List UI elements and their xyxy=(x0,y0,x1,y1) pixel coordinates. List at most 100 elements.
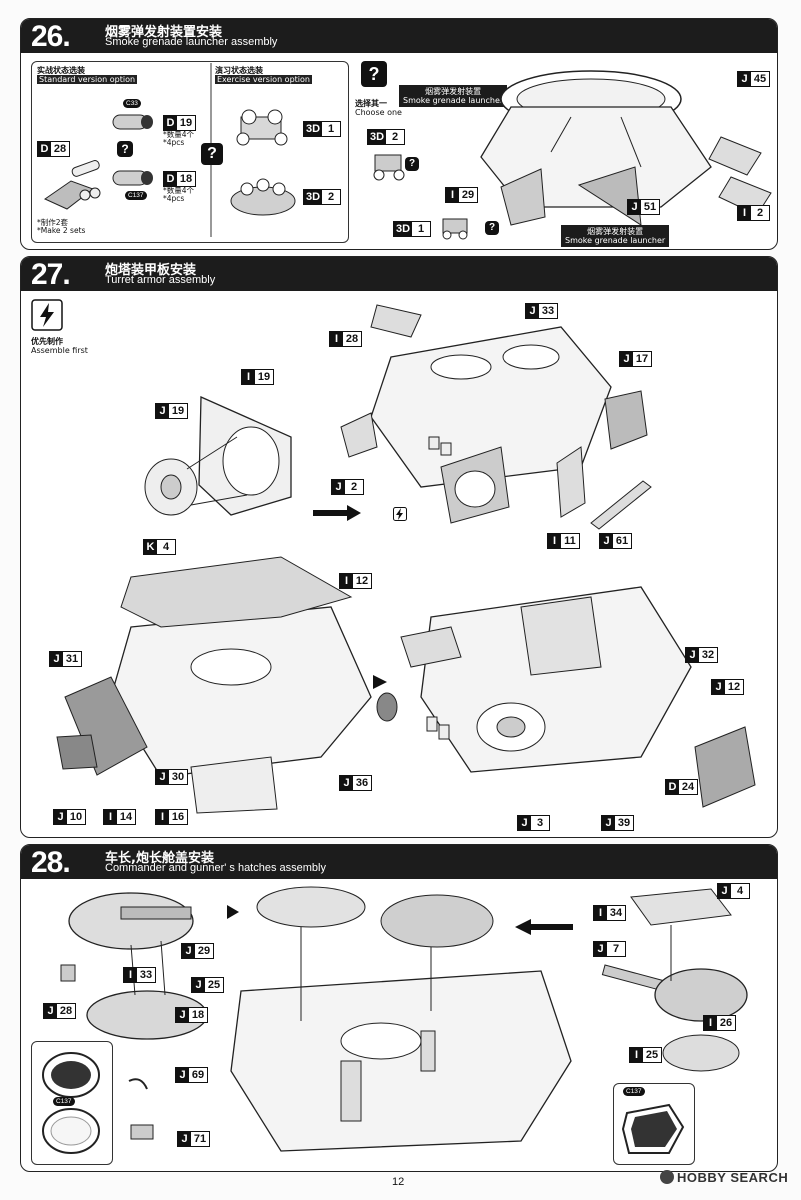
decal-badge-c137: C137 xyxy=(623,1087,645,1096)
smoke-grenade-part-d18 xyxy=(112,170,153,186)
step-28-panel: 28. 车长,炮长舱盖安装 Commander and gunner' s ha… xyxy=(20,844,778,1172)
question-icon: ? xyxy=(405,157,419,171)
option-box xyxy=(31,61,349,243)
watermark: HOBBY SEARCH xyxy=(660,1170,788,1185)
step-title-en: Turret armor assembly xyxy=(105,274,216,286)
step-title-zh: 炮塔装甲板安装 xyxy=(105,263,197,278)
hatch-subassembly-right xyxy=(601,888,748,1072)
step-28-header: 28. 车长,炮长舱盖安装 Commander and gunner' s ha… xyxy=(21,845,777,879)
lightning-icon xyxy=(393,507,407,521)
exercise-launcher-3d1 xyxy=(236,109,288,146)
question-icon: ? xyxy=(117,141,133,157)
qty-note-1: *数量4个*4pcs xyxy=(163,130,195,147)
standard-option-title: 实战状态选装 Standard version option xyxy=(37,66,138,84)
watermark-text: HOBBY SEARCH xyxy=(677,1170,789,1185)
step-number: 27. xyxy=(31,258,71,291)
detail-inset-right xyxy=(613,1083,695,1165)
arrow-left-icon xyxy=(515,919,573,935)
arrow-right-icon xyxy=(227,905,239,919)
decal-badge-c137: C137 xyxy=(53,1097,75,1106)
armor-plate-i11 xyxy=(556,446,586,518)
sight-cover-subassembly xyxy=(144,396,292,516)
armor-plate-j12 xyxy=(694,726,756,808)
hatch-detail-right-drawing xyxy=(621,1103,685,1154)
decal-badge-c137: C137 xyxy=(125,191,147,200)
exercise-launcher-3d2 xyxy=(230,178,296,216)
step-26-header: 26. 烟雾弹发射装置安装 Smoke grenade launcher ass… xyxy=(21,19,777,53)
watermark-icon xyxy=(660,1170,674,1184)
exercise-option-title: 演习状态选装 Exercise version option xyxy=(215,66,312,84)
armor-plate-j61 xyxy=(590,480,652,530)
choose-one-icon: ? xyxy=(361,61,387,87)
step-27-header: 27. 炮塔装甲板安装 Turret armor assembly xyxy=(21,257,777,291)
turret-hatch-drawing xyxy=(230,886,572,1152)
turret-lower-right-drawing xyxy=(400,586,692,773)
detail-inset-left xyxy=(31,1041,113,1165)
step-title-en: Smoke grenade launcher assembly xyxy=(105,36,278,48)
hatch-detail-left-drawing xyxy=(42,1052,100,1154)
launcher-3d1-small xyxy=(442,218,468,240)
turret-upper-drawing xyxy=(340,304,612,524)
step-number: 26. xyxy=(31,20,71,53)
launcher-mount-drawing xyxy=(43,160,101,210)
step-title-zh: 烟雾弹发射装置安装 xyxy=(105,25,223,40)
hatch-handle-drawing xyxy=(128,1078,154,1140)
lightning-icon xyxy=(31,299,63,331)
turret-lower-left-drawing xyxy=(56,556,398,814)
page-number: 12 xyxy=(392,1176,405,1188)
smoke-grenade-part-d19 xyxy=(112,114,153,130)
step-title-zh: 车长,炮长舱盖安装 xyxy=(105,851,214,866)
question-icon: ? xyxy=(485,221,499,235)
launcher-variant-drawing xyxy=(373,154,405,181)
armor-plate-j17 xyxy=(604,390,648,450)
arrow-right-icon xyxy=(373,675,387,689)
arrow-right-icon xyxy=(313,505,361,521)
step-number: 28. xyxy=(31,846,71,879)
step-title-en: Commander and gunner' s hatches assembly xyxy=(105,862,326,874)
turret-base-drawing xyxy=(480,70,772,226)
